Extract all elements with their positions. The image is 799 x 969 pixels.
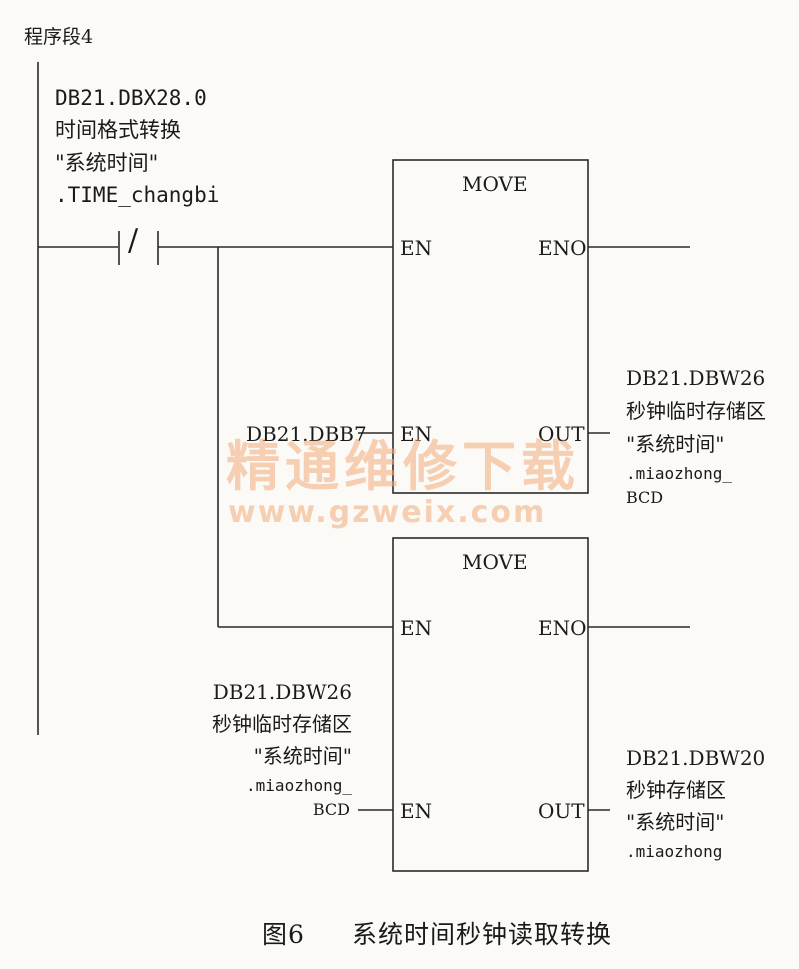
box2-pin-in: EN (400, 799, 433, 823)
box2-out-address: DB21.DBW20 (626, 746, 766, 770)
box2-in-comment: 秒钟临时存储区 (212, 712, 352, 736)
box2-pin-out: OUT (538, 799, 585, 823)
box1-out-db: "系统时间" (626, 432, 725, 456)
contact-db-name: "系统时间" (55, 151, 159, 175)
box2-pin-en: EN (400, 616, 433, 640)
move-box-1[interactable] (392, 159, 589, 494)
move-box-2[interactable] (392, 537, 589, 872)
box2-out-comment: 秒钟存储区 (626, 778, 726, 802)
watermark-text: 精通维修下载 (226, 435, 580, 498)
box2-out-member: .miaozhong (626, 842, 723, 861)
box2-pin-eno: ENO (538, 616, 587, 640)
figure-caption: 系统时间秒钟读取转换 (352, 920, 613, 949)
segment-title: 程序段4 (24, 26, 94, 48)
box2-in-address: DB21.DBW26 (212, 680, 352, 704)
box1-out-comment: 秒钟临时存储区 (626, 399, 766, 423)
box2-title: MOVE (462, 550, 528, 574)
contact-address: DB21.DBX28.0 (55, 86, 207, 110)
box1-pin-in: EN (400, 422, 433, 446)
box1-out-address: DB21.DBW26 (626, 366, 766, 390)
box2-in-member-suffix: BCD (312, 800, 350, 819)
box1-pin-eno: ENO (538, 236, 587, 260)
normally-closed-contact-symbol[interactable]: / (128, 223, 139, 258)
box1-out-member: .miaozhong_ (626, 464, 732, 483)
box1-pin-out: OUT (538, 422, 585, 446)
box1-pin-en: EN (400, 236, 433, 260)
contact-comment: 时间格式转换 (55, 118, 181, 142)
box2-in-member: .miaozhong_ (246, 776, 352, 795)
box1-title: MOVE (462, 172, 528, 196)
box2-out-db: "系统时间" (626, 810, 725, 834)
box1-in-operand: DB21.DBB7 (246, 422, 367, 446)
box1-out-member-suffix: BCD (626, 488, 664, 507)
watermark-url: www.gzweix.com (228, 495, 547, 530)
contact-member: .TIME_changbi (55, 183, 220, 207)
figure-number: 图6 (262, 920, 305, 949)
box2-in-db: "系统时间" (253, 744, 352, 768)
